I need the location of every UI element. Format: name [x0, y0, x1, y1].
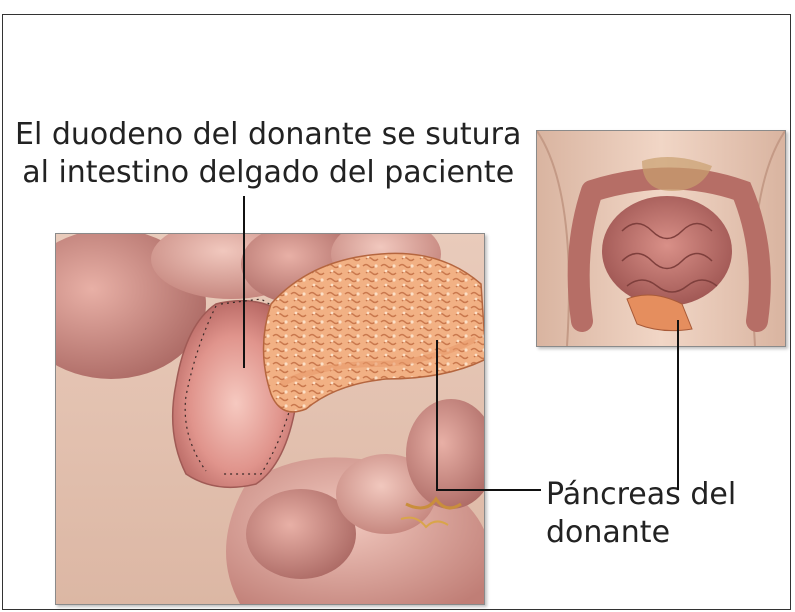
pancreas-caption: Páncreas del donante — [546, 476, 736, 552]
inset-illustration — [536, 130, 786, 347]
pancreas-caption-line1: Páncreas del — [546, 476, 736, 514]
abdomen-overview-drawing — [537, 131, 785, 346]
transplant-closeup-drawing — [56, 234, 484, 604]
duodeno-caption: El duodeno del donante se sutura al inte… — [15, 116, 521, 192]
duodeno-caption-line1: El duodeno del donante se sutura — [15, 116, 521, 154]
main-illustration — [55, 233, 485, 605]
duodeno-caption-line2: al intestino delgado del paciente — [15, 154, 521, 192]
pancreas-caption-line2: donante — [546, 514, 736, 552]
